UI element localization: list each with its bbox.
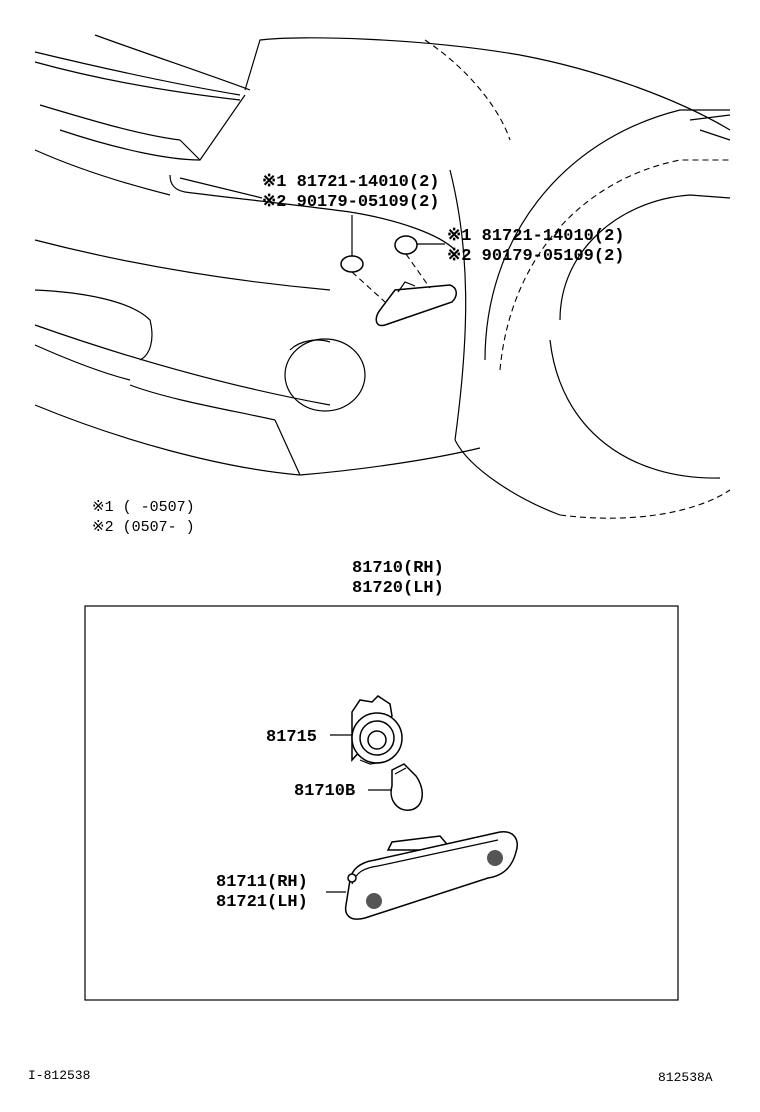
callout-upper-left-line2: ※2 90179-05109(2) [262,193,439,212]
period-notes: ※1 ( -0507) ※2 (0507- ) [92,499,195,536]
assembly-label-line1: 81710(RH) [352,559,444,578]
assembly-label: 81710(RH) 81720(LH) [352,559,444,598]
socket-part [351,695,403,765]
assembly-label-line2: 81720(LH) [352,579,444,598]
assembly-box [84,605,679,1001]
label-lens-lh: 81721(LH) [216,893,308,912]
callout-right-line2: ※2 90179-05109(2) [447,247,624,266]
note-2: ※2 (0507- ) [92,519,195,536]
callout-upper-left: ※1 81721-14010(2) ※2 90179-05109(2) [262,173,439,212]
note-1: ※1 ( -0507) [92,499,195,516]
reflector-right [487,850,503,866]
bulb-part [390,763,423,811]
footer-left-code: I-812538 [28,1068,90,1083]
clip-right [394,235,418,255]
label-lens-rh: 81711(RH) [216,873,308,892]
clip-upper-left [340,255,364,273]
callout-right-line1: ※1 81721-14010(2) [447,227,624,246]
side-marker-on-car [375,281,457,327]
reflector-left [366,893,382,909]
footer-right-code: 812538A [658,1070,713,1085]
label-socket: 81715 [266,728,317,747]
lens-part [344,831,518,920]
callout-right: ※1 81721-14010(2) ※2 90179-05109(2) [447,227,624,266]
car-front-corner-drawing [34,34,731,519]
callout-upper-left-line1: ※1 81721-14010(2) [262,173,439,192]
label-bulb: 81710B [294,782,355,801]
